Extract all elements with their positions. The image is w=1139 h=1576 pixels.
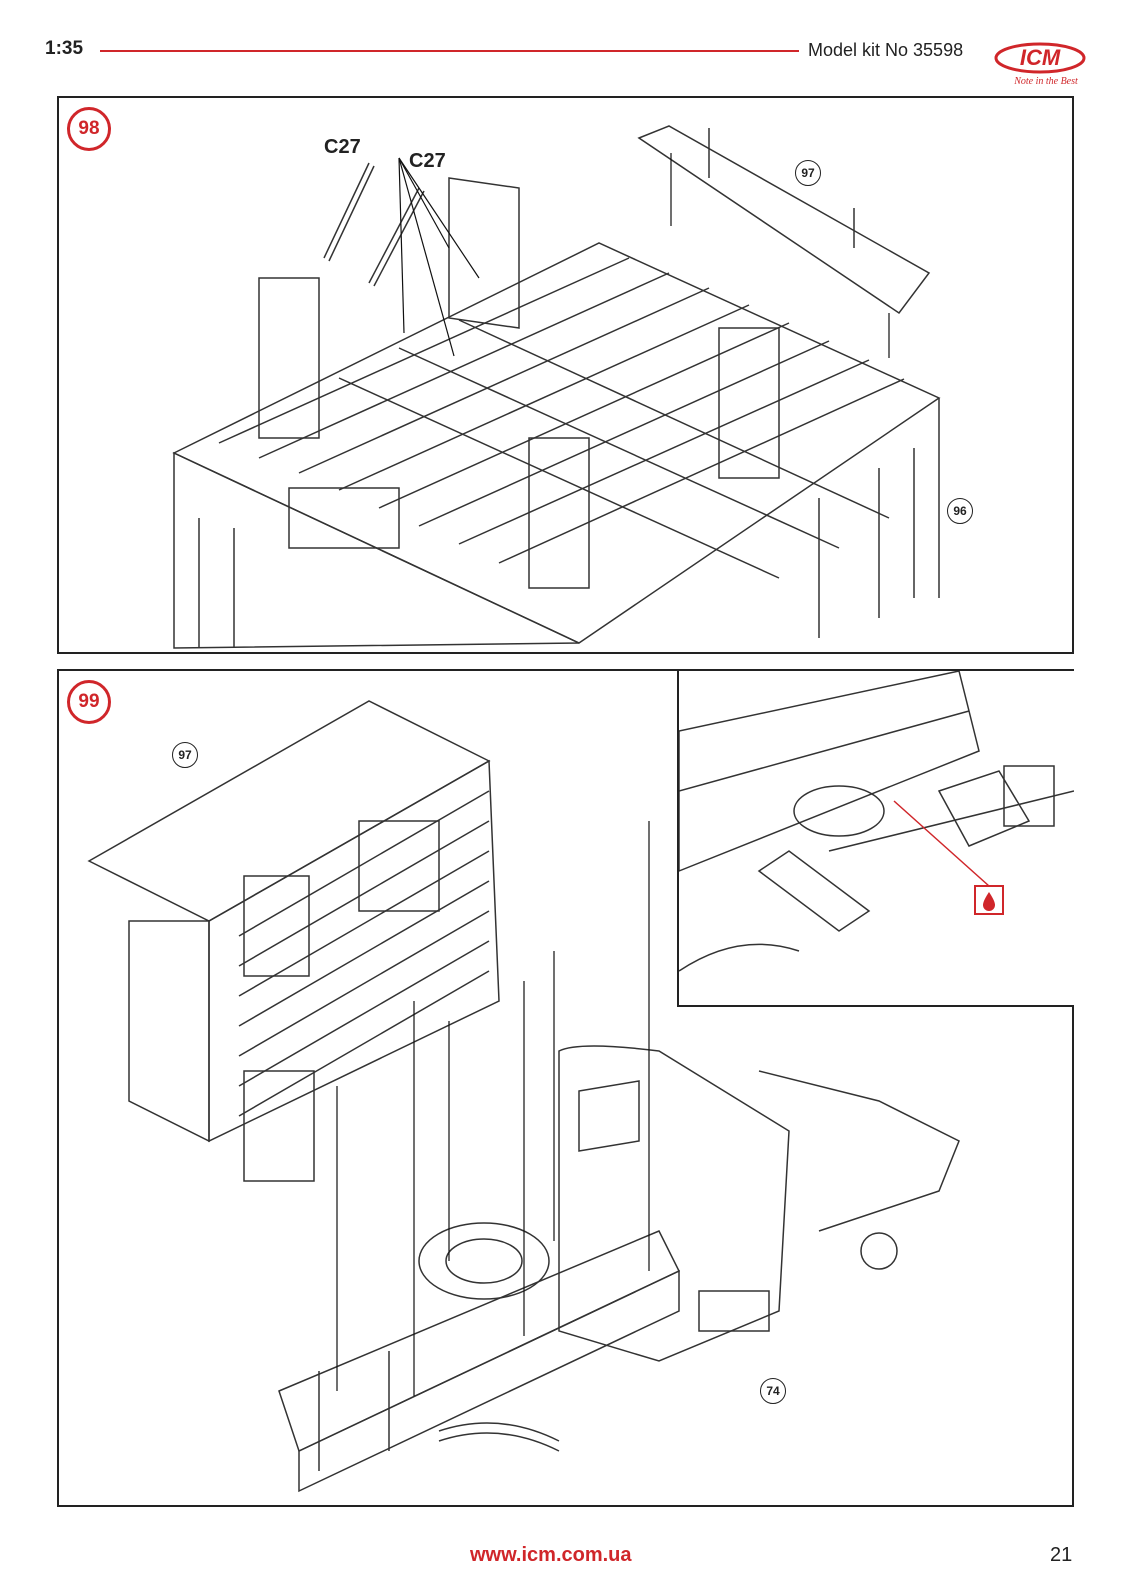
ref-step-badge: 96	[947, 498, 973, 524]
svg-text:Note in the Best: Note in the Best	[1013, 76, 1078, 87]
glue-icon	[974, 885, 1004, 915]
header-rule	[100, 50, 799, 52]
truck-chassis-drawing	[87, 700, 960, 1493]
scale-label: 1:35	[45, 38, 84, 59]
ref-step-badge: 74	[760, 1378, 786, 1404]
truck-bed-drawing	[172, 125, 941, 649]
ref-step-badge: 97	[172, 742, 198, 768]
part-label-c27: C27	[409, 150, 446, 172]
ref-step-badge: 97	[795, 160, 821, 186]
kit-number: Model kit No 35598	[808, 40, 964, 60]
page-number: 21	[1050, 1544, 1073, 1566]
step-98-panel: 98 C27 C27 97 96	[57, 96, 1074, 654]
part-label-c27: C27	[324, 136, 361, 158]
icm-logo: ICM Note in the Best	[990, 32, 1090, 90]
step-number-badge: 99	[67, 680, 111, 724]
step-number-badge: 98	[67, 107, 111, 151]
website-link[interactable]: www.icm.com.ua	[470, 1544, 632, 1566]
step-99-panel: 99 97 74	[57, 669, 1074, 1507]
detail-inset	[677, 671, 1074, 1007]
svg-text:ICM: ICM	[1020, 45, 1061, 70]
inset-detail-drawing	[679, 671, 1074, 972]
